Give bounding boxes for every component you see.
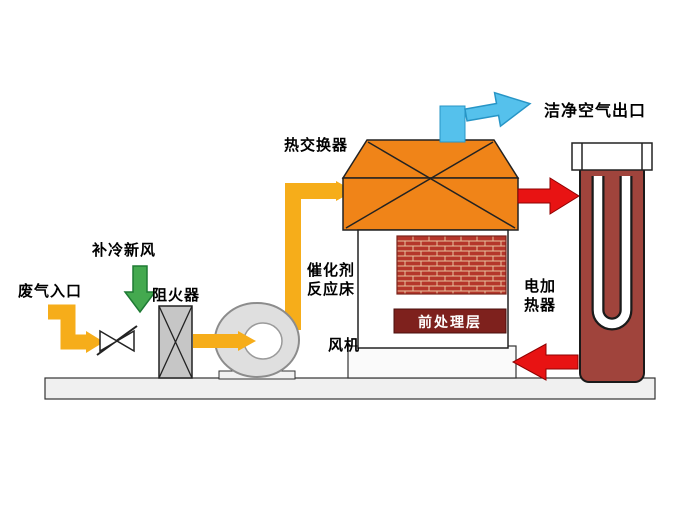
heat-exchanger-cross-line xyxy=(367,141,516,229)
tower-pedestal xyxy=(347,345,517,379)
flame-arrester-label: 阻火器 xyxy=(152,286,201,304)
base-platform xyxy=(44,377,656,400)
heat-exchanger-body xyxy=(342,177,519,231)
pretreatment-layer-label: 前处理层 xyxy=(418,315,482,331)
pretreatment-layer-banner xyxy=(393,308,507,334)
heater-top-frame xyxy=(571,142,653,171)
hot-air-arrow-to-heater xyxy=(517,177,580,215)
heat-exchanger-hood xyxy=(341,139,520,179)
catalyst-bed-label-line1: 催化剂 xyxy=(307,261,356,279)
waste-gas-inlet-arrowhead xyxy=(86,331,104,353)
heater-element-tube xyxy=(593,176,631,329)
hot-air-arrow-to-tower xyxy=(511,343,579,381)
catalyst-bed-block xyxy=(396,235,507,295)
flame-arrester-cross-line xyxy=(158,305,193,379)
waste-gas-inlet-label: 废气入口 xyxy=(18,282,83,300)
electric-heater-label-line2: 热器 xyxy=(524,296,557,314)
fresh-air-arrow xyxy=(123,265,157,314)
catalyst-bed-label: 催化剂 反应床 xyxy=(307,261,355,299)
exhaust-stack xyxy=(439,105,466,143)
fresh-air-label: 补冷新风 xyxy=(92,241,157,259)
electric-heater-label-line1: 电加 xyxy=(524,277,557,295)
waste-gas-inlet-pipe xyxy=(48,304,87,350)
clean-air-outlet-label: 洁净空气出口 xyxy=(544,101,647,120)
electric-heater-label: 电加 热器 xyxy=(524,277,556,315)
valve-left-wedge xyxy=(99,329,119,353)
fan-label: 风机 xyxy=(328,336,361,354)
electric-heater-vessel xyxy=(579,149,645,383)
clean-air-arrow xyxy=(464,91,532,128)
heat-exchanger-label: 热交换器 xyxy=(284,136,349,154)
fan-outlet-pipe xyxy=(285,183,336,330)
valve-right-wedge xyxy=(115,329,135,353)
heat-exchanger-cross-line xyxy=(345,141,494,229)
catalyst-bed-label-line2: 反应床 xyxy=(307,280,356,298)
fan-feed-arrowhead xyxy=(238,331,256,351)
